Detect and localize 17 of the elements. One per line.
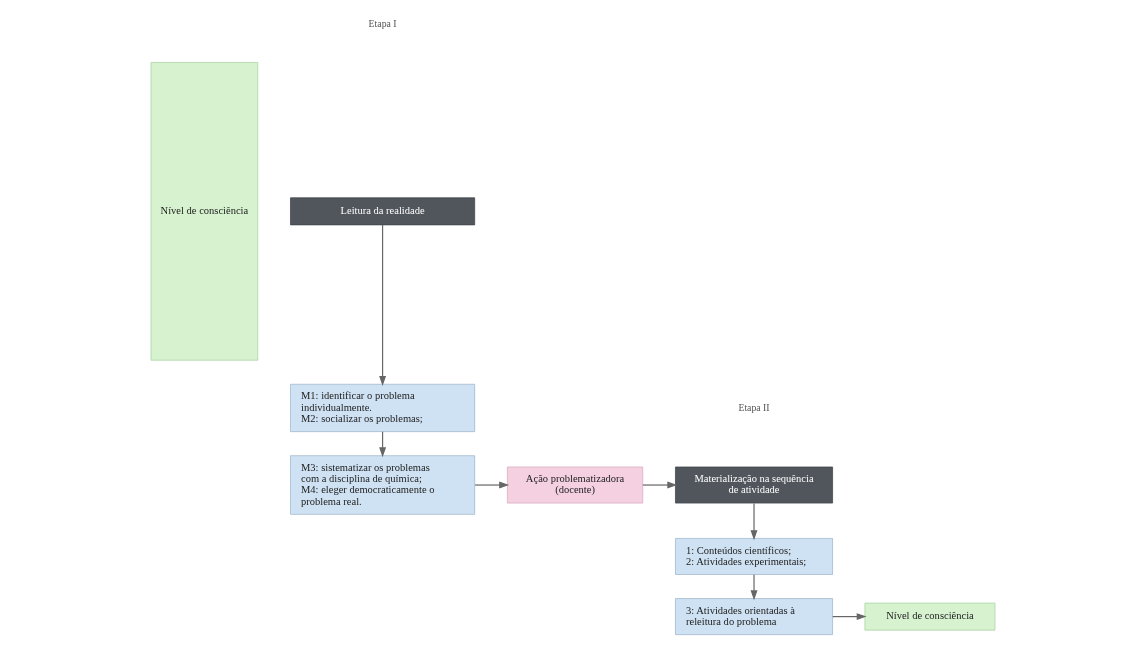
node-box: Leitura da realidade [289,197,475,226]
node-box: 3: Atividades orientadas à releitura do problema [674,598,833,636]
node-box: Materialização na sequência de atividade [674,466,833,504]
node-box: M3: sistematizar os problemas com a disciplina de química; M4: eleger democraticamente o problema real. [289,455,475,515]
arrow [750,574,757,601]
node-box: Nível de consciência [864,602,995,631]
node-box: M1: identificar o problema individualmente. M2: socializar os problemas; [289,383,475,433]
label: Etapa II [737,401,770,413]
arrow [378,224,386,386]
arrow [831,613,867,621]
label: Etapa I [368,18,397,30]
node-box: 1: Conteúdos científicos; 2: Atividades experimentais; [674,538,833,575]
node-box: Ação problematizadora (docente) [506,466,643,504]
arrow [473,481,509,489]
node-box: Nível de consciência [150,62,258,361]
arrow [641,481,677,489]
arrow [750,502,757,541]
